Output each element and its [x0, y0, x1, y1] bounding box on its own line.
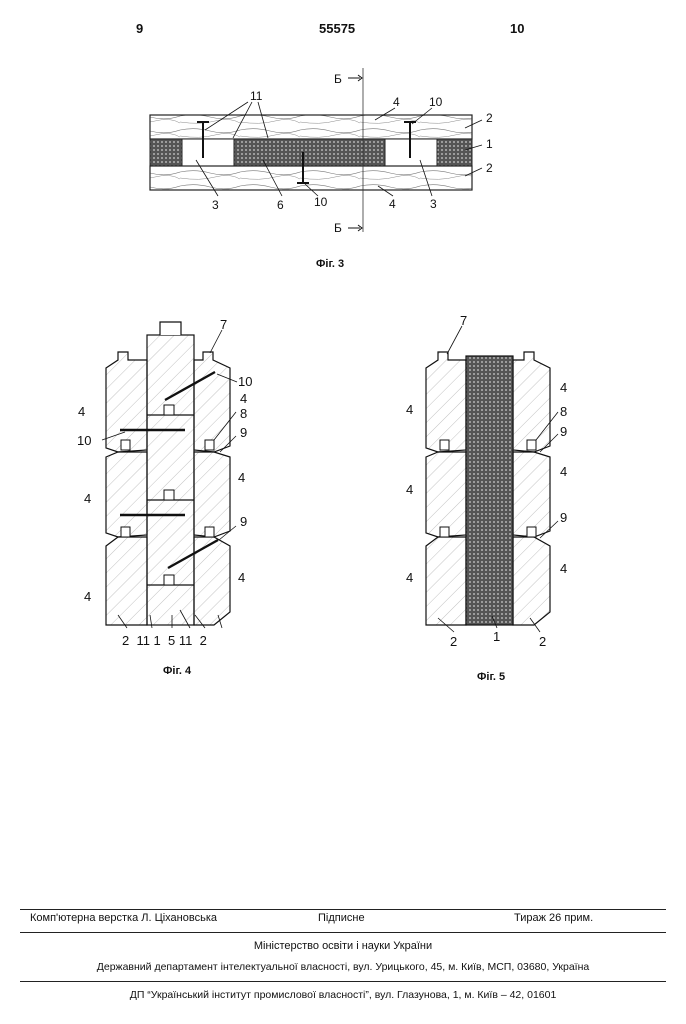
fig5-label-4-c: 4 [406, 482, 413, 497]
fig3-label-2-top: 2 [486, 111, 493, 125]
footer-print-run: Тираж 26 прим. [514, 912, 593, 924]
fig5-label-4-e: 4 [406, 570, 413, 585]
fig3-label-3-left: 3 [212, 198, 219, 212]
footer-rule-bottom [20, 981, 666, 982]
fig3-label-11: 11 [250, 89, 263, 103]
fig5-label-9-a: 9 [560, 424, 567, 439]
footer-department: Державний департамент інтелектуальної вл… [0, 961, 686, 973]
fig5-label-9-b: 9 [560, 510, 567, 525]
fig3-label-2-bottom: 2 [486, 161, 493, 175]
fig5-label-4-a: 4 [406, 402, 413, 417]
fig5-label-1: 1 [493, 629, 500, 644]
fig3-label-6: 6 [277, 198, 284, 212]
figure-3: Б Б 11 4 10 2 1 2 3 6 10 4 3 [150, 68, 493, 235]
fig4-label-8: 8 [240, 406, 247, 421]
fig4-bottom-labels: 2 11 1 5 11 2 [122, 633, 207, 648]
footer-institute: ДП “Український інститут промислової вла… [0, 989, 686, 1001]
fig4-label-4-c: 4 [84, 491, 91, 506]
fig3-label-3-right: 3 [430, 197, 437, 211]
fig5-label-2-b: 2 [539, 634, 546, 649]
footer-rule-top [20, 909, 666, 910]
fig5-label-8: 8 [560, 404, 567, 419]
fig3-label-10-bottom: 10 [314, 195, 328, 209]
fig5-label-4-d: 4 [560, 464, 567, 479]
footer-signed: Підписне [318, 912, 365, 924]
fig3-section-top: Б [334, 72, 342, 86]
fig5-label-4-b: 4 [560, 380, 567, 395]
fig5-label-4-f: 4 [560, 561, 567, 576]
footer-rule-middle [20, 932, 666, 933]
figure-5: 7 4 4 8 9 4 4 9 4 4 2 1 2 [406, 313, 567, 649]
fig3-label-1: 1 [486, 137, 493, 151]
fig3-label-10-top: 10 [429, 95, 443, 109]
fig4-label-4-e: 4 [84, 589, 91, 604]
fig4-label-4-f: 4 [238, 570, 245, 585]
fig4-label-10-a: 10 [238, 374, 252, 389]
fig4-label-4-d: 4 [238, 470, 245, 485]
fig4-label-10-b: 10 [77, 433, 91, 448]
footer-ministry: Міністерство освіти і науки України [0, 940, 686, 952]
fig4-label-7: 7 [220, 317, 227, 332]
fig4-label-9-a: 9 [240, 425, 247, 440]
fig3-label-4-top: 4 [393, 95, 400, 109]
fig5-label-2-a: 2 [450, 634, 457, 649]
fig4-label-4-b: 4 [240, 391, 247, 406]
fig4-label-9-b: 9 [240, 514, 247, 529]
fig4-caption: Фіг. 4 [163, 665, 191, 677]
fig3-section-bottom: Б [334, 221, 342, 235]
fig3-label-4-bottom: 4 [389, 197, 396, 211]
fig3-caption: Фіг. 3 [316, 258, 344, 270]
footer-layout-credit: Комп'ютерна верстка Л. Ціхановська [30, 912, 217, 924]
fig4-label-4-a: 4 [78, 404, 85, 419]
fig5-caption: Фіг. 5 [477, 671, 505, 683]
figure-4: 7 10 4 4 8 10 9 4 4 9 4 4 2 11 1 5 11 2 [77, 317, 252, 648]
fig5-label-7: 7 [460, 313, 467, 328]
